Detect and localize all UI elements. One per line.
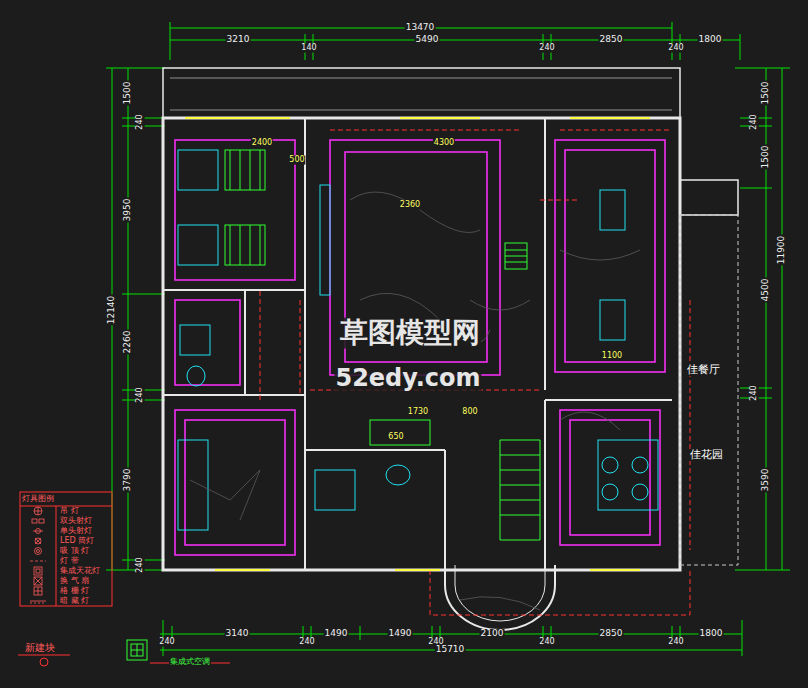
room-label: 佳餐厅: [686, 364, 721, 376]
dimension-text: 240: [298, 638, 315, 647]
dimension-text: 800: [461, 408, 478, 417]
dimension-text: 13470: [405, 23, 436, 33]
dimension-text: 240: [667, 638, 684, 647]
legend-symbol: [35, 538, 41, 544]
watermark: 52edy.com: [334, 365, 481, 391]
dimension-text: 5490: [415, 35, 440, 45]
legend-symbol: [35, 548, 42, 555]
dimension-text: 240: [158, 638, 175, 647]
dimension-text: 3790: [123, 468, 133, 493]
dimension-text: 3210: [226, 35, 251, 45]
dimension-text: 2850: [599, 35, 624, 45]
dimension-text: 1500: [761, 145, 771, 170]
dimension-text: 240: [750, 384, 759, 401]
legend-text: 暗 藏 灯: [60, 597, 89, 605]
dimension-text: 650: [387, 433, 404, 442]
dimension-text: 2400: [251, 139, 273, 148]
dimension-text: 240: [538, 638, 555, 647]
legend-text: 吊 灯: [60, 507, 79, 515]
dimension-text: 11900: [777, 235, 787, 266]
dimension-text: 1800: [698, 35, 723, 45]
room-label: 佳花园: [689, 449, 724, 461]
legend-text: 双头射灯: [60, 517, 92, 525]
dimension-text: 1490: [324, 629, 349, 639]
dimension-text: 2850: [599, 629, 624, 639]
dimension-text: 500: [288, 156, 305, 165]
dimension-text: 1490: [388, 629, 413, 639]
dimension-text: 4500: [761, 278, 771, 303]
dimension-text: 1730: [407, 408, 429, 417]
dimension-text: 240: [667, 44, 684, 53]
legend-symbol: [33, 529, 43, 534]
legend-text: 集成天花灯: [60, 567, 100, 575]
legend-symbol: [34, 577, 42, 585]
dimension-text: 1500: [761, 81, 771, 106]
dimension-text: 15710: [435, 645, 466, 655]
legend-text: 单头射灯: [60, 527, 92, 535]
legend-text: 格 栅 灯: [60, 587, 89, 595]
dimension-text: 240: [136, 556, 145, 573]
legend-text: 吸 顶 灯: [60, 547, 89, 555]
note-text: 新建块: [24, 642, 56, 653]
dimension-text: 4300: [433, 139, 455, 148]
dimension-text: 240: [136, 386, 145, 403]
legend-symbol: [30, 561, 46, 562]
dimension-text: 2360: [399, 201, 421, 210]
dimension-text: 2100: [480, 629, 505, 639]
dimension-text: 2260: [123, 330, 133, 355]
legend-text: 灯 带: [60, 557, 79, 565]
dimension-text: 140: [300, 44, 317, 53]
dimension-text: 3950: [123, 198, 133, 223]
legend-text: 换 气 扇: [60, 577, 89, 585]
note-text: 集成式空调: [169, 658, 211, 667]
dimension-text: 240: [136, 113, 145, 130]
legend-symbol: [34, 507, 42, 515]
legend-symbol: [30, 601, 46, 603]
dimension-text: 240: [750, 113, 759, 130]
legend-symbol: [34, 567, 42, 575]
legend-title: 灯具图例: [21, 495, 55, 504]
dimension-text: 3590: [761, 468, 771, 493]
dimension-text: 1800: [699, 629, 724, 639]
legend-text: LED 筒灯: [60, 537, 94, 545]
dimension-text: 12140: [107, 295, 117, 326]
dimension-text: 3140: [225, 629, 250, 639]
legend-symbol: [34, 587, 42, 595]
dimension-text: 1500: [123, 81, 133, 106]
watermark: 草图模型网: [339, 318, 481, 349]
legend-symbol: [32, 519, 44, 523]
dimension-text: 1100: [601, 352, 623, 361]
dimension-text: 240: [538, 44, 555, 53]
